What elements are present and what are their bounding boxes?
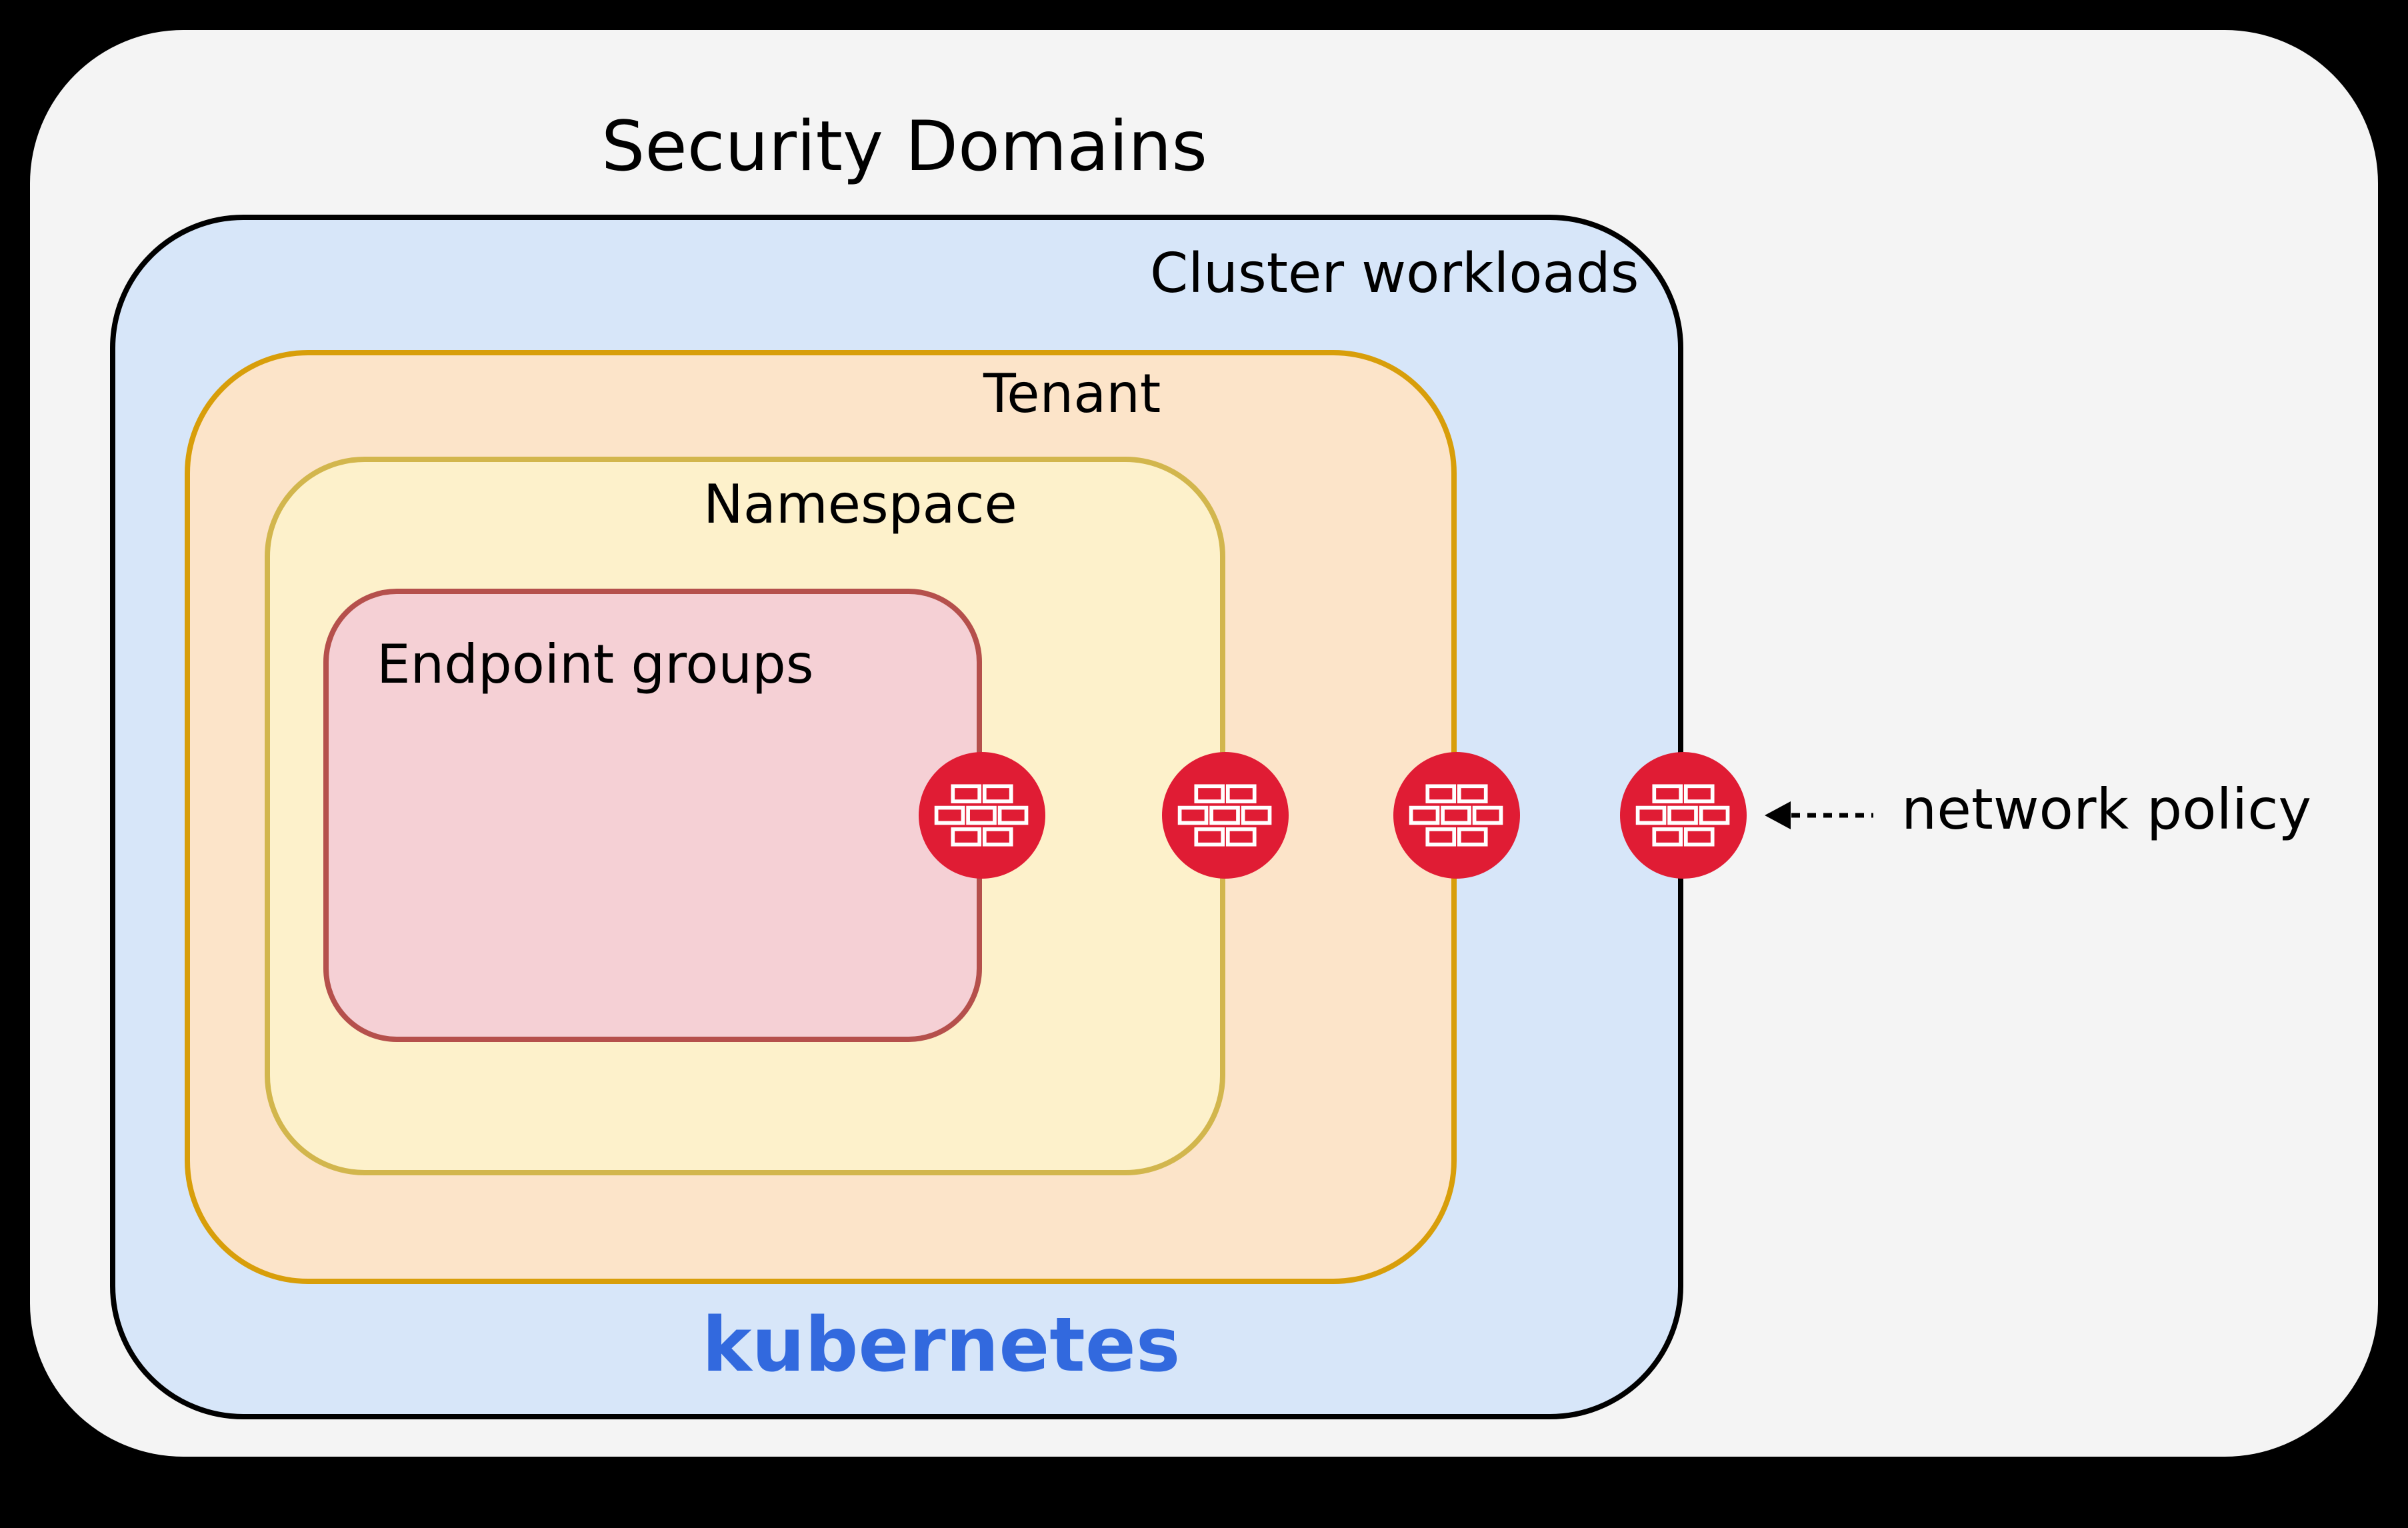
- network-policy-label: network policy: [1901, 777, 2312, 842]
- domain-tenant-label: Tenant: [983, 363, 1161, 425]
- firewall-icon: [919, 752, 1045, 879]
- firewall-icon: [1393, 752, 1520, 879]
- domain-namespace: Namespace Endpoint groups: [265, 457, 1225, 1175]
- firewall-icon: [1620, 752, 1747, 879]
- domain-namespace-label: Namespace: [703, 473, 1017, 535]
- domain-tenant: Tenant Namespace Endpoint groups: [185, 350, 1457, 1284]
- kubernetes-label: kubernetes: [702, 1302, 1181, 1389]
- domain-endpoint-groups-label: Endpoint groups: [377, 633, 814, 695]
- domain-endpoint-groups: Endpoint groups: [323, 589, 982, 1042]
- domain-layer: Cluster workloads kubernetes Tenant Name…: [30, 30, 2378, 1457]
- dashed-left-arrow-icon: [1753, 787, 1887, 844]
- page-title: Security Domains: [601, 107, 1208, 187]
- domain-cluster-workloads-label: Cluster workloads: [1150, 242, 1639, 305]
- firewall-icon: [1162, 752, 1289, 879]
